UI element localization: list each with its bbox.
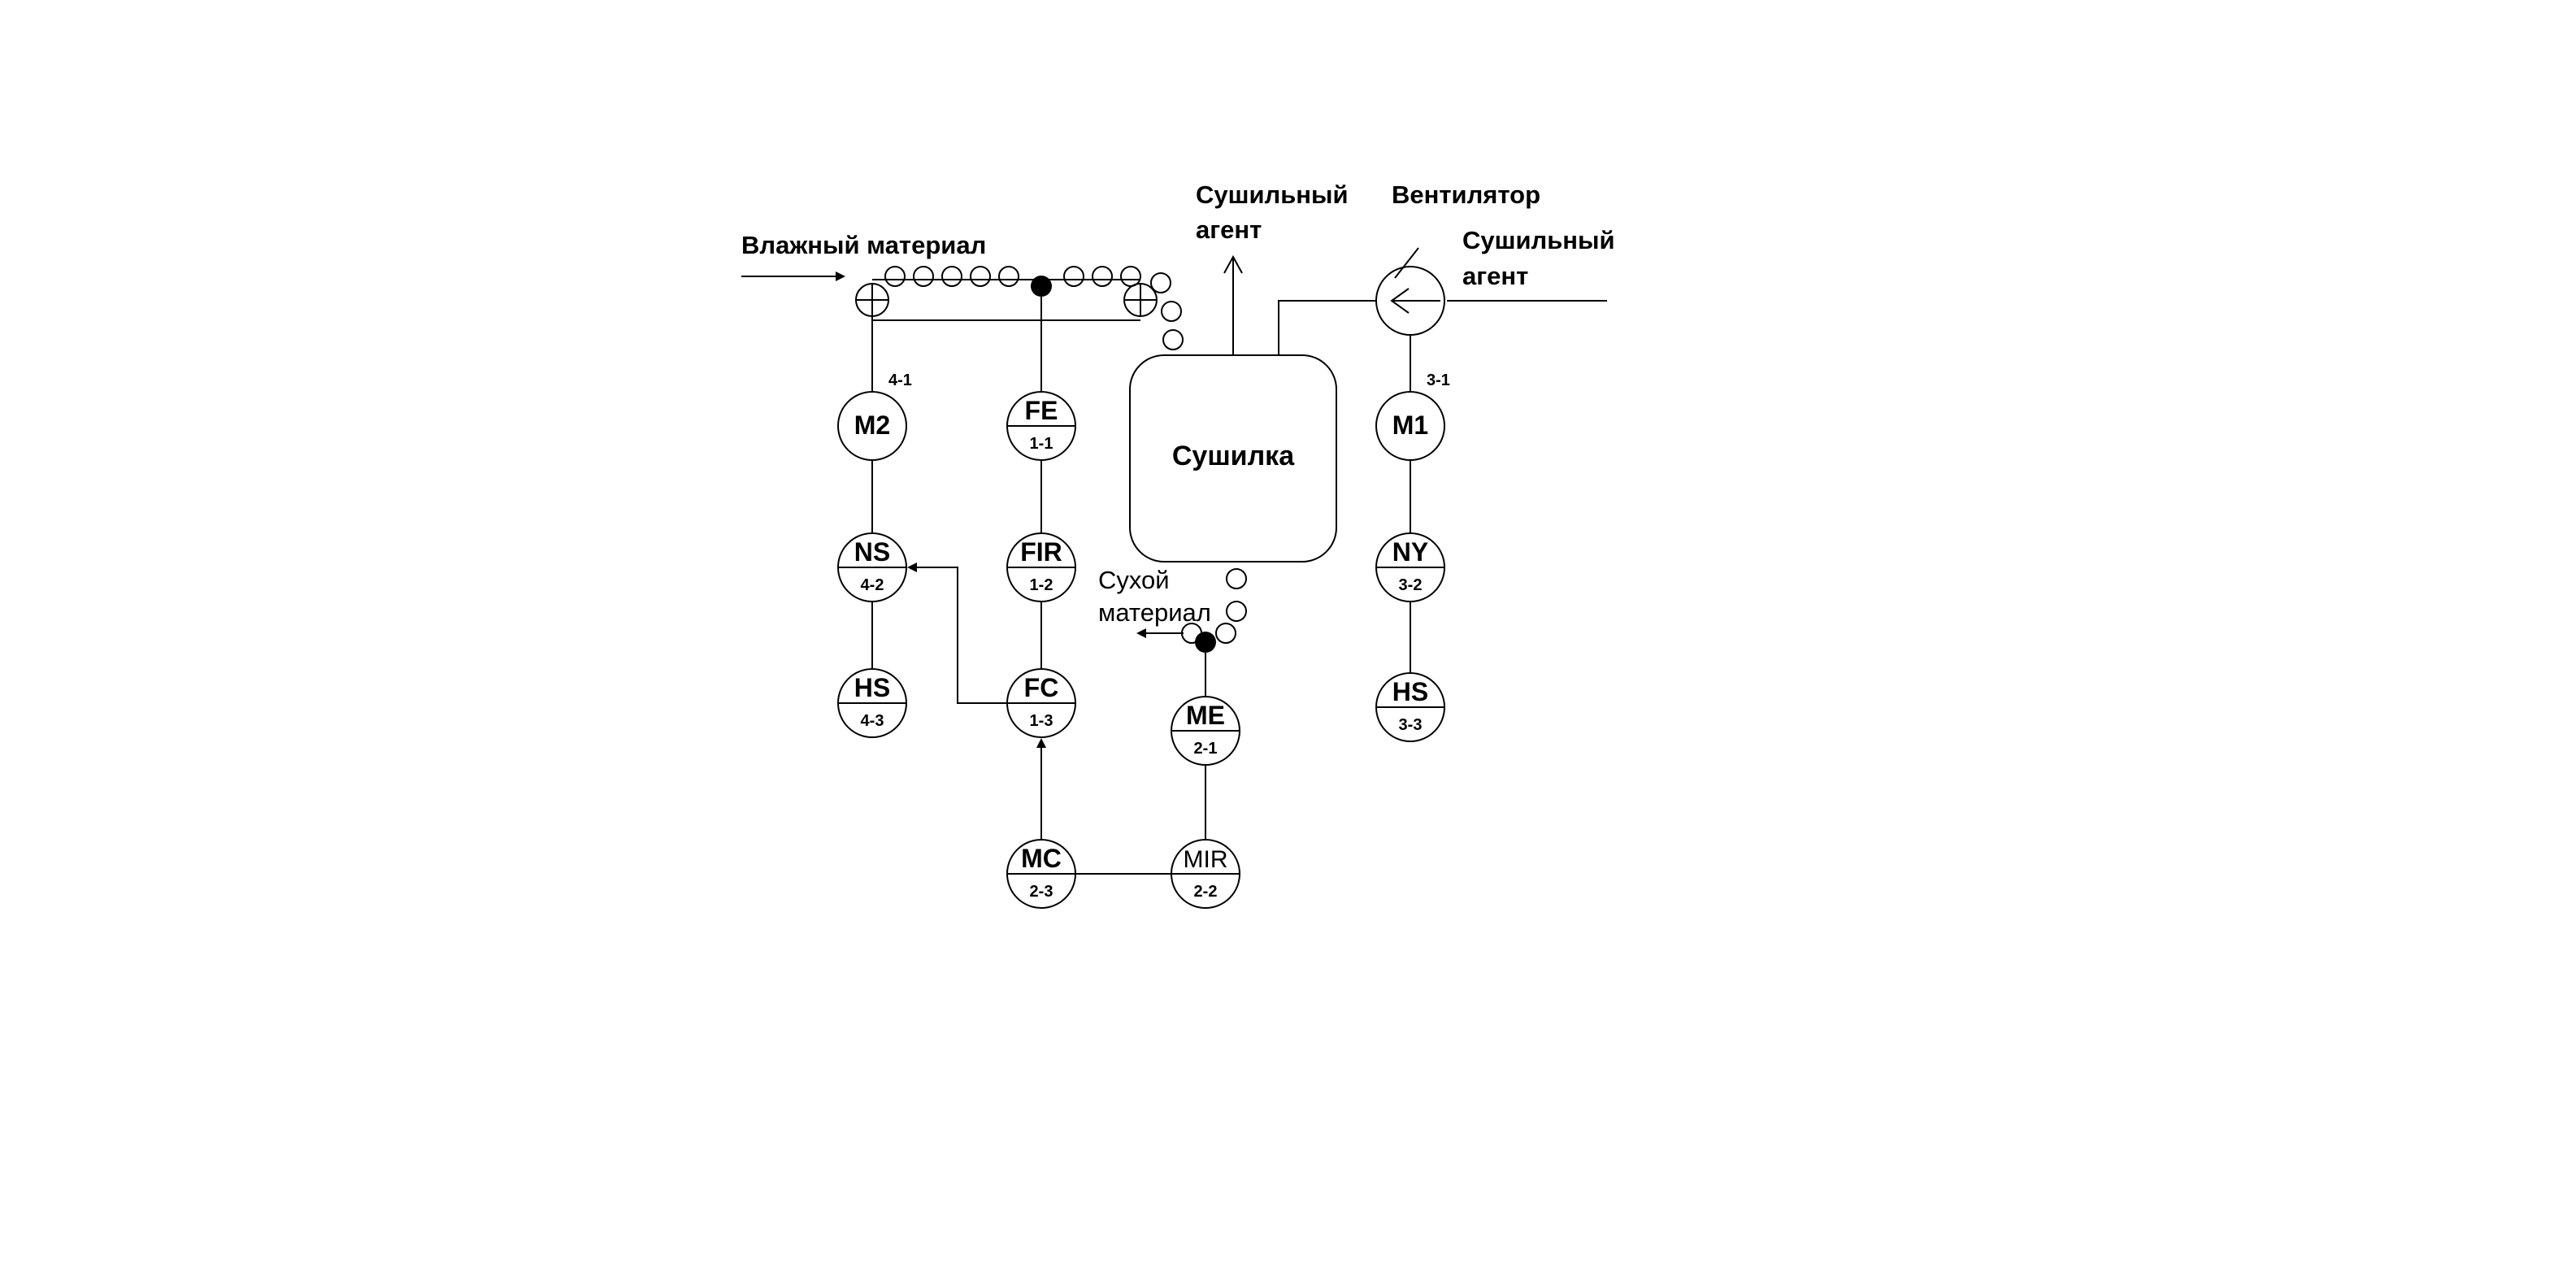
dryer-label: Сушилка xyxy=(1172,441,1295,471)
instrument-code: MC xyxy=(1021,844,1062,873)
instrument-code: HS xyxy=(854,673,890,702)
instrument-position-number: 4-1 xyxy=(888,371,912,389)
instrument-bubble xyxy=(1375,391,1445,461)
instrument-mc: MC 2-3 xyxy=(1006,839,1076,909)
instrument-number: 2-2 xyxy=(1194,883,1218,901)
drying-agent-out-label-1: Сушильный xyxy=(1196,180,1349,209)
instrument-number: 3-2 xyxy=(1399,576,1423,594)
instrument-number: 1-2 xyxy=(1030,576,1053,594)
instrument-code: FE xyxy=(1025,396,1058,425)
instrument-number: 3-3 xyxy=(1399,716,1423,734)
conveyor xyxy=(855,266,1184,350)
instrument-code: HS xyxy=(1392,677,1428,706)
instrument-ny: NY 3-2 xyxy=(1375,532,1445,602)
instrument-fc: FC 1-3 xyxy=(1006,668,1076,738)
fan-to-dryer-duct xyxy=(1278,300,1392,355)
instrument-code: M2 xyxy=(854,410,890,440)
instrument-me: ME 2-1 xyxy=(1171,696,1240,766)
instrument-code: NS xyxy=(854,537,890,567)
instrument-number: 4-2 xyxy=(861,576,884,594)
wet-material-particles xyxy=(884,266,1184,350)
instrument-number: 2-1 xyxy=(1194,740,1218,758)
fan-inlet-arrow xyxy=(1390,288,1410,314)
instrument-number: 1-3 xyxy=(1030,712,1053,730)
instrument-position-number: 3-1 xyxy=(1427,371,1450,389)
moisture-sensor-point xyxy=(1195,632,1216,653)
instrument-ns: NS 4-2 xyxy=(837,532,907,602)
drying-agent-in-label-2: агент xyxy=(1462,262,1528,290)
dry-material-label-2: материал xyxy=(1098,598,1211,627)
drying-agent-out-label-2: агент xyxy=(1196,215,1262,244)
instrument-mir: MIR 2-2 xyxy=(1171,839,1240,909)
instrument-number: 2-3 xyxy=(1030,883,1053,901)
fan-label: Вентилятор xyxy=(1392,180,1540,209)
instrument-bubble xyxy=(837,391,907,461)
weight-sensor-point xyxy=(1031,276,1052,297)
wet-material-label: Влажный материал xyxy=(741,231,986,259)
instrument-hs4: HS 4-3 xyxy=(837,668,907,738)
instrument-fir: FIR 1-2 xyxy=(1006,532,1076,602)
instrument-m1: M1 3-1 xyxy=(1375,371,1450,461)
instrument-code: MIR xyxy=(1184,846,1228,873)
instrument-number: 1-1 xyxy=(1030,435,1053,453)
instrument-fe: FE 1-1 xyxy=(1006,391,1076,461)
signal-lines xyxy=(871,297,1411,875)
drying-agent-in-label-1: Сушильный xyxy=(1462,226,1615,254)
instrument-code: FIR xyxy=(1020,537,1062,567)
instrument-m2: M2 4-1 xyxy=(837,371,912,461)
instrument-code: M1 xyxy=(1392,410,1428,440)
instrument-code: NY xyxy=(1392,537,1428,567)
instrument-code: ME xyxy=(1186,701,1225,730)
dry-material-label-1: Сухой xyxy=(1098,566,1170,594)
drying-agent-outlet-arrow xyxy=(1223,254,1243,274)
instrument-code: FC xyxy=(1024,673,1059,702)
instrument-hs3: HS 3-3 xyxy=(1375,672,1445,742)
instrument-number: 4-3 xyxy=(861,712,884,730)
